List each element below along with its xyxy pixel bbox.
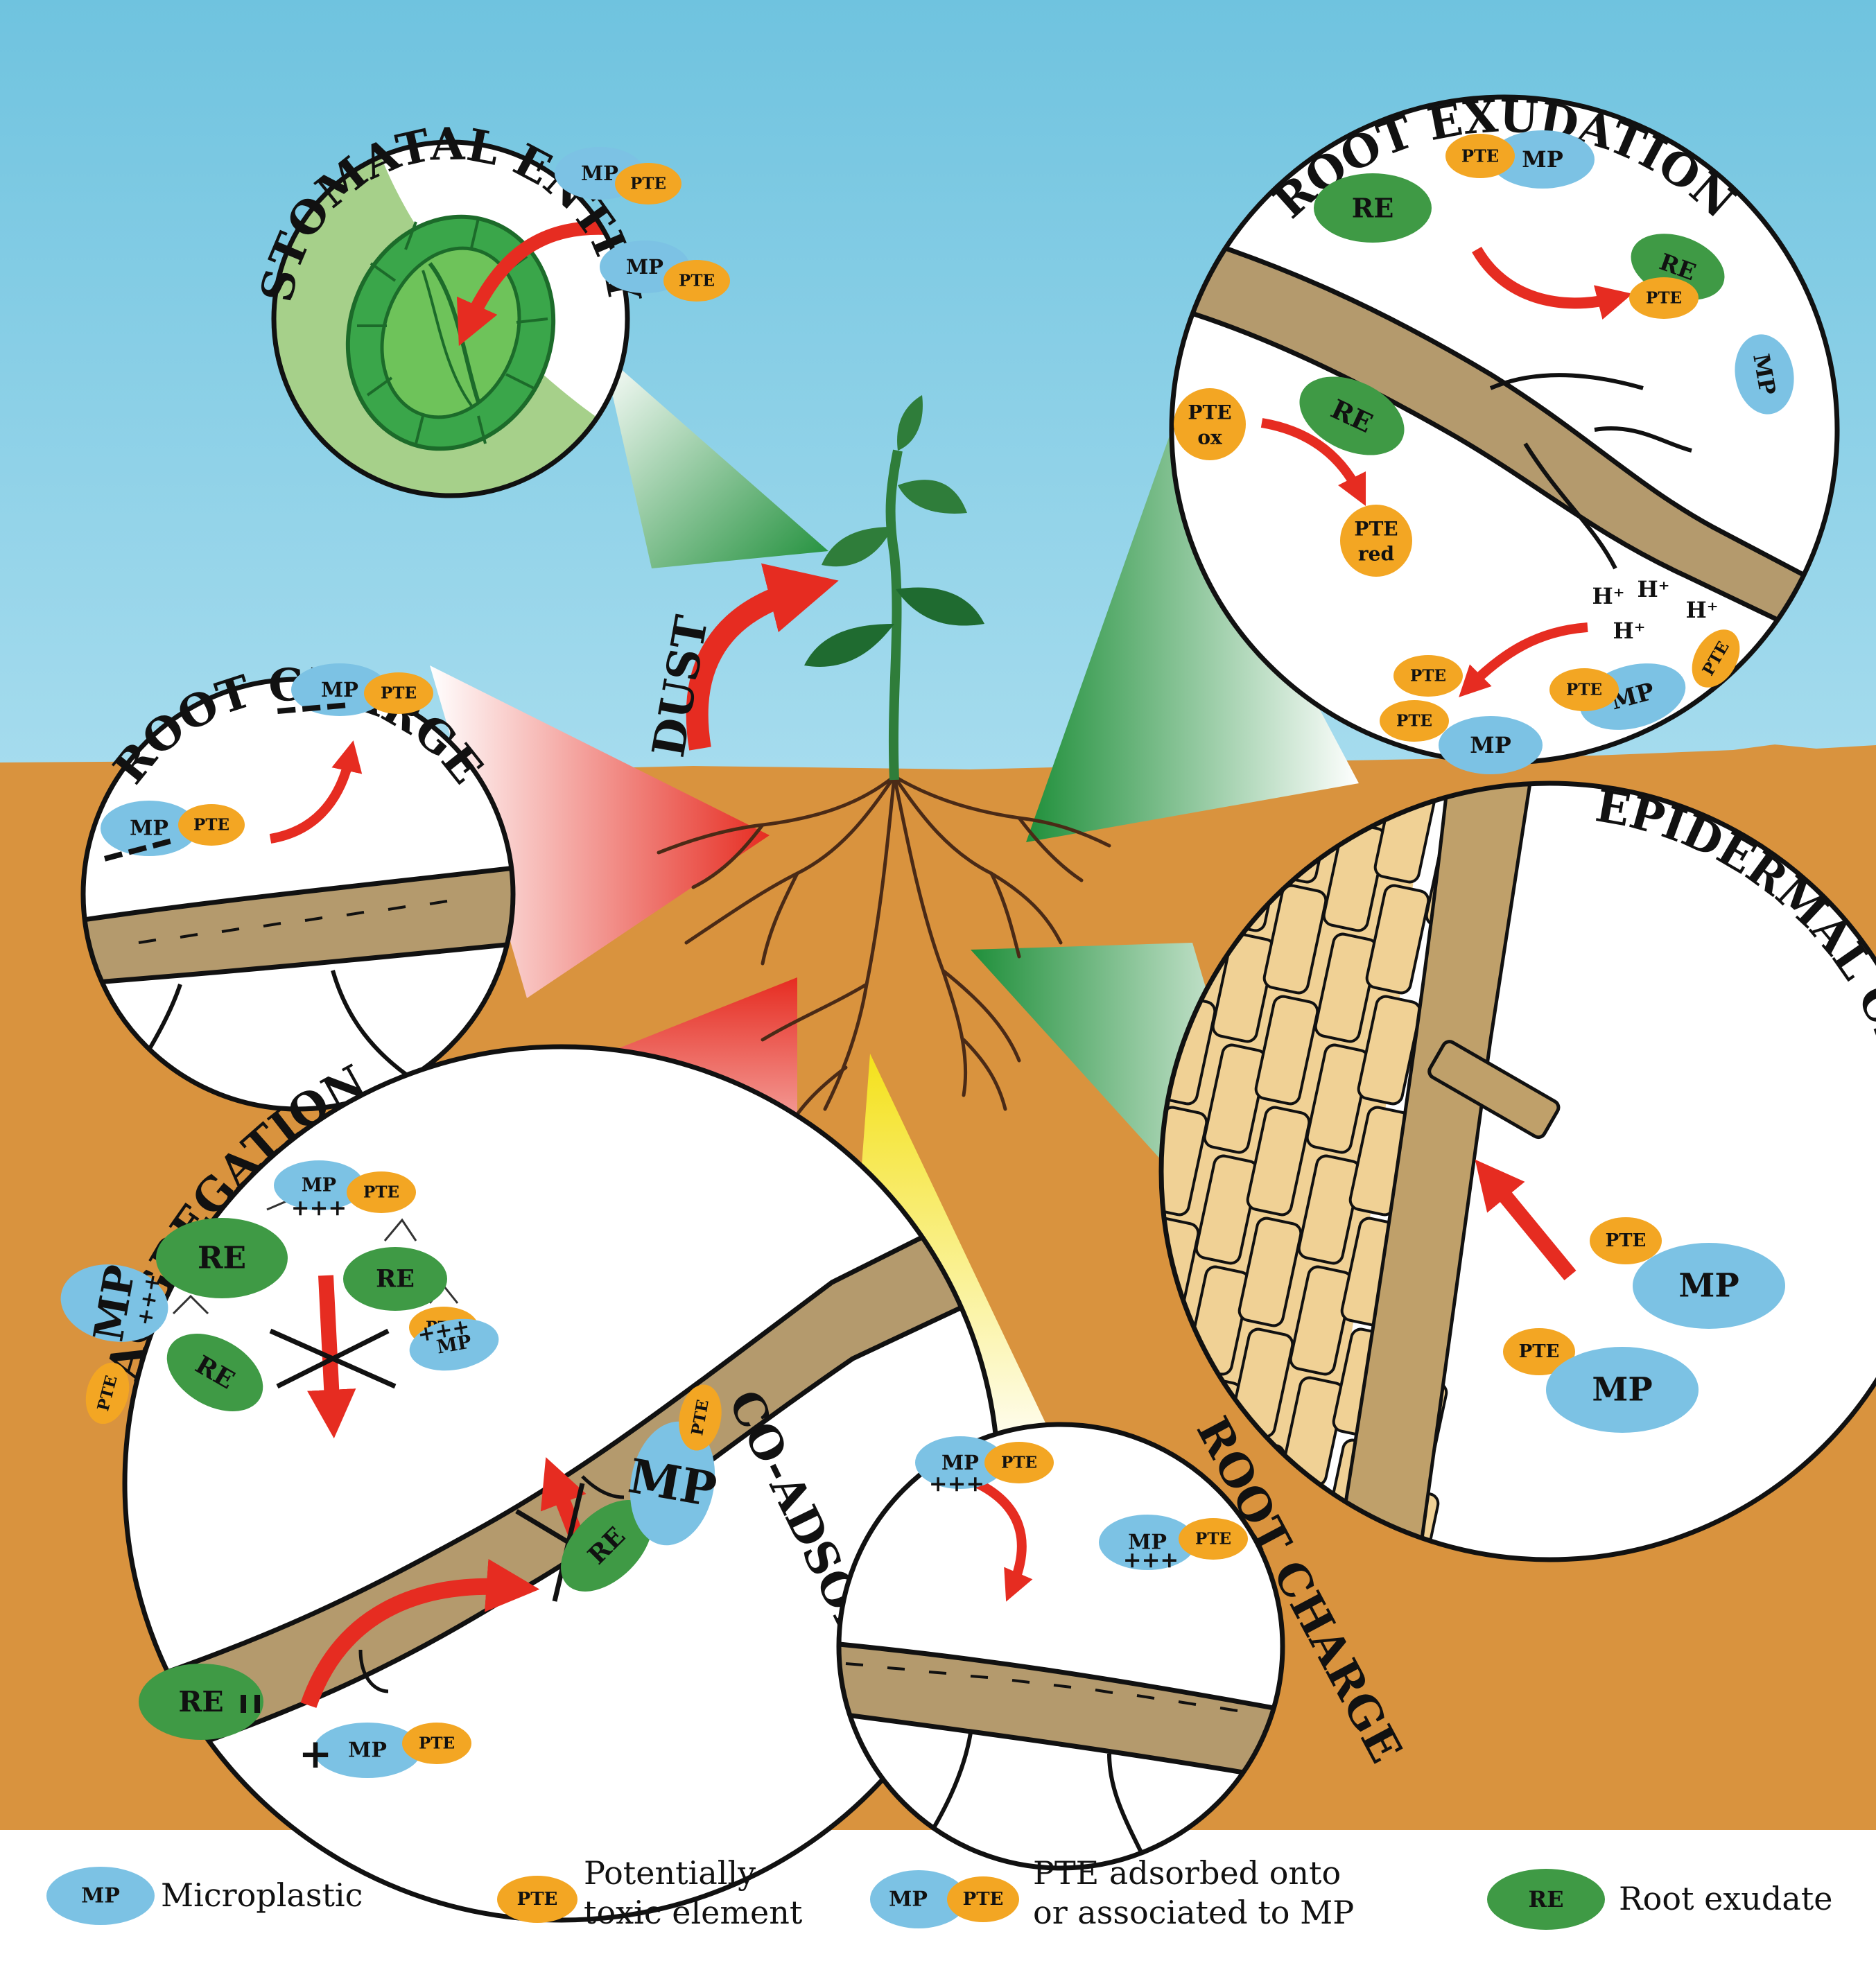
svg-text:MP: MP xyxy=(81,1884,120,1908)
svg-text:PTE adsorbed onto: PTE adsorbed onto xyxy=(1033,1854,1341,1892)
svg-text:MP: MP xyxy=(130,817,168,841)
svg-text:MP: MP xyxy=(1592,1371,1652,1409)
pte-token: PTE xyxy=(1590,1217,1662,1264)
svg-text:MP: MP xyxy=(1522,146,1563,173)
pte-token: PTE xyxy=(347,1171,416,1213)
svg-text:PTE: PTE xyxy=(963,1889,1004,1910)
svg-text:MP: MP xyxy=(581,162,618,185)
re-token: RE xyxy=(156,1218,288,1298)
svg-text:red: red xyxy=(1358,543,1394,566)
svg-text:RE: RE xyxy=(376,1265,415,1293)
proton: H⁺ xyxy=(1592,583,1624,609)
svg-text:PTE: PTE xyxy=(679,272,715,290)
re-token: RE xyxy=(1314,173,1432,243)
negative-charges xyxy=(254,1695,260,1713)
svg-text:MP: MP xyxy=(321,678,358,701)
proton: H⁺ xyxy=(1637,576,1669,602)
positive-charges: +++ xyxy=(929,1470,984,1497)
mp-token: MP xyxy=(1633,1243,1785,1329)
svg-text:PTE: PTE xyxy=(1195,1530,1231,1549)
svg-text:PTE: PTE xyxy=(419,1734,455,1753)
svg-text:MP: MP xyxy=(1470,732,1511,758)
pte-token: PTE xyxy=(1380,700,1449,742)
svg-text:Root exudate: Root exudate xyxy=(1619,1880,1833,1917)
pte-token: PTE xyxy=(402,1723,471,1764)
svg-text:RE: RE xyxy=(1352,193,1394,224)
pte-token: PTE xyxy=(178,804,245,846)
svg-text:PTE: PTE xyxy=(381,684,417,703)
svg-text:MP: MP xyxy=(626,255,663,279)
pte-token: PTE xyxy=(615,163,681,204)
pte-token: PTE xyxy=(1629,277,1699,319)
negative-charges xyxy=(241,1695,246,1713)
pte-token: PTE xyxy=(1179,1518,1248,1560)
svg-text:PTE: PTE xyxy=(1461,146,1499,166)
positive-charges: +++ xyxy=(1123,1546,1179,1573)
svg-text:RE: RE xyxy=(198,1241,246,1276)
svg-text:MP: MP xyxy=(348,1738,387,1763)
mp-token: MP xyxy=(1439,716,1543,774)
pte-token: PTE xyxy=(984,1442,1054,1483)
svg-text:MP: MP xyxy=(1678,1267,1739,1305)
pte-token: PTE xyxy=(364,672,433,714)
svg-text:PTE: PTE xyxy=(193,816,229,835)
proton: H⁺ xyxy=(1613,618,1645,644)
svg-text:PTE: PTE xyxy=(1188,401,1231,424)
positive-charges: +++ xyxy=(291,1194,347,1221)
positive-charge: + xyxy=(299,1730,333,1777)
pte-token: PTE xyxy=(1393,655,1463,697)
svg-text:ox: ox xyxy=(1197,426,1222,449)
re-token: RE xyxy=(343,1247,447,1311)
svg-text:PTE: PTE xyxy=(1566,681,1602,699)
svg-text:MP: MP xyxy=(302,1175,336,1196)
pte-token: PTE xyxy=(1445,134,1515,178)
svg-text:PTE: PTE xyxy=(1606,1230,1647,1251)
svg-text:PTE: PTE xyxy=(363,1183,399,1202)
svg-text:PTE: PTE xyxy=(1396,712,1432,731)
aggregation-arrow-down xyxy=(326,1275,333,1414)
svg-text:PTE: PTE xyxy=(1001,1454,1037,1472)
svg-text:Microplastic: Microplastic xyxy=(161,1876,363,1914)
svg-text:PTE: PTE xyxy=(630,175,666,193)
mp-token: MP xyxy=(1546,1347,1699,1433)
svg-text:RE: RE xyxy=(178,1685,223,1718)
svg-text:PTE: PTE xyxy=(1354,518,1398,541)
pte-token: PTE xyxy=(663,260,730,302)
svg-text:PTE: PTE xyxy=(517,1889,558,1910)
svg-text:MP: MP xyxy=(889,1888,928,1912)
svg-text:PTE: PTE xyxy=(1410,667,1446,686)
svg-text:PTE: PTE xyxy=(1519,1341,1560,1362)
svg-text:Potentially: Potentially xyxy=(584,1854,756,1892)
panel-root-exudation xyxy=(1165,97,1844,762)
svg-text:RE: RE xyxy=(1529,1886,1564,1912)
proton: H⁺ xyxy=(1685,597,1718,623)
svg-text:or associated to MP: or associated to MP xyxy=(1033,1894,1354,1931)
svg-text:toxic element: toxic element xyxy=(584,1894,803,1931)
svg-text:PTE: PTE xyxy=(1646,289,1682,308)
pte-token: PTE xyxy=(1549,668,1619,711)
